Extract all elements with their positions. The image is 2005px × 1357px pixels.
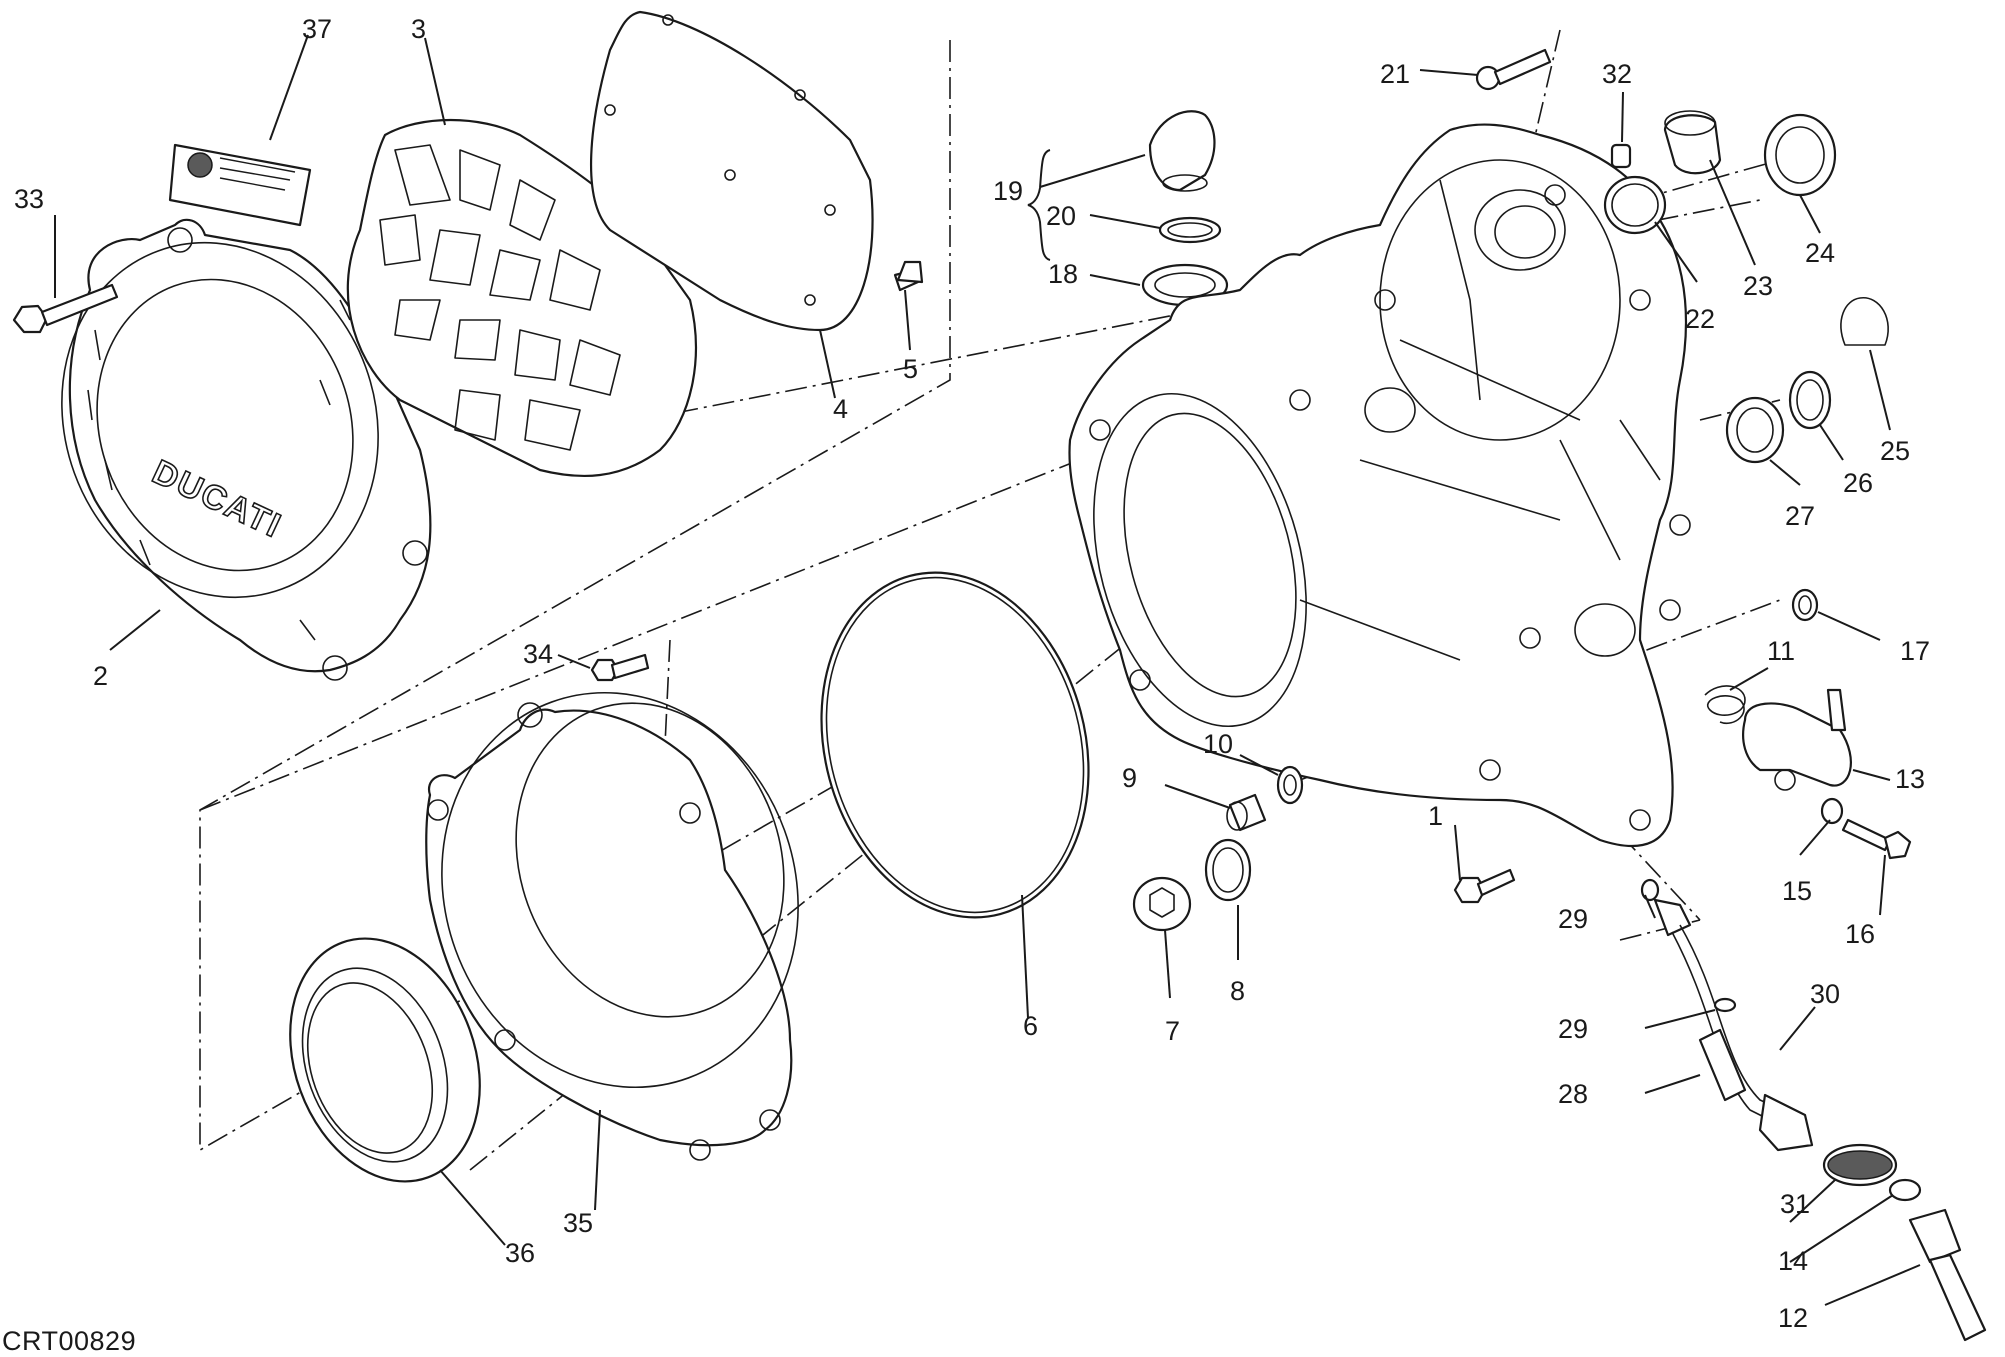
callout-6: 6 [1023, 1011, 1038, 1041]
clutch-housing-cover [425, 691, 799, 1161]
bolt-21 [1475, 48, 1552, 91]
seal-ring [289, 937, 481, 1183]
drain-plug [1132, 876, 1192, 932]
decal-label [168, 143, 312, 227]
callout-29b: 29 [1558, 1014, 1588, 1044]
oil-cap [1148, 110, 1216, 192]
callout-7: 7 [1165, 1016, 1180, 1046]
seal-24 [1763, 113, 1837, 197]
callout-23: 23 [1743, 271, 1773, 301]
callout-32: 32 [1602, 59, 1632, 89]
plug-9 [1226, 793, 1267, 832]
callout-20: 20 [1046, 201, 1076, 231]
sensor-13 [1742, 688, 1852, 791]
callout-33: 33 [14, 184, 44, 214]
ring-8 [1204, 838, 1252, 902]
callout-1: 1 [1428, 801, 1443, 831]
callout-37: 37 [302, 14, 332, 44]
callout-4: 4 [833, 394, 848, 424]
callout-9: 9 [1122, 763, 1137, 793]
callout-15: 15 [1782, 876, 1812, 906]
o-ring-6 [820, 571, 1090, 919]
callout-3: 3 [411, 14, 426, 44]
bolt-34 [590, 653, 650, 682]
callout-16: 16 [1845, 919, 1875, 949]
bolt-33 [12, 283, 119, 334]
oil-line-group [1640, 878, 1987, 1342]
plug-23 [1663, 110, 1722, 175]
callout-13: 13 [1895, 764, 1925, 794]
callout-8: 8 [1230, 976, 1245, 1006]
callout-24: 24 [1805, 238, 1835, 268]
engine-side-cover [1068, 123, 1691, 848]
callout-29a: 29 [1558, 904, 1588, 934]
clutch-cover: DUCATI [61, 218, 432, 681]
seal-27 [1725, 396, 1785, 464]
callout-10: 10 [1203, 729, 1233, 759]
callout-30: 30 [1810, 979, 1840, 1009]
callout-5: 5 [903, 354, 918, 384]
washer-10 [1276, 765, 1304, 805]
leader-lines [54, 34, 1921, 1306]
callout-12: 12 [1778, 1303, 1808, 1333]
callout-27: 27 [1785, 501, 1815, 531]
bolt-16 [1841, 818, 1912, 860]
bolt-1 [1453, 868, 1516, 904]
callout-25: 25 [1880, 436, 1910, 466]
callout-28: 28 [1558, 1079, 1588, 1109]
callout-31: 31 [1780, 1189, 1810, 1219]
callout-22: 22 [1685, 304, 1715, 334]
callout-18: 18 [1048, 259, 1078, 289]
washer-20 [1158, 216, 1222, 244]
callout-17: 17 [1900, 636, 1930, 666]
spring-11 [1704, 685, 1746, 725]
callout-26: 26 [1843, 468, 1873, 498]
callout-labels: 37 3 33 2 5 4 34 35 36 6 7 8 9 10 1 19 2… [14, 14, 1930, 1333]
callout-19: 19 [993, 176, 1023, 206]
dowel-32 [1610, 143, 1632, 169]
callout-34: 34 [523, 639, 553, 669]
callout-21: 21 [1380, 59, 1410, 89]
circlip-25 [1840, 297, 1889, 346]
gasket-disc [590, 10, 874, 332]
callout-36: 36 [505, 1238, 535, 1268]
callout-35: 35 [563, 1208, 593, 1238]
drawing-code: CRT00829 [2, 1326, 136, 1356]
screw-5 [893, 260, 924, 292]
washer-26 [1788, 370, 1832, 430]
callout-11: 11 [1767, 636, 1795, 666]
bracket-19 [1027, 149, 1051, 261]
callout-14: 14 [1778, 1246, 1808, 1276]
washer-17 [1791, 588, 1819, 622]
o-ring-22 [1603, 175, 1667, 235]
washer-15 [1820, 797, 1844, 825]
callout-2: 2 [93, 661, 108, 691]
